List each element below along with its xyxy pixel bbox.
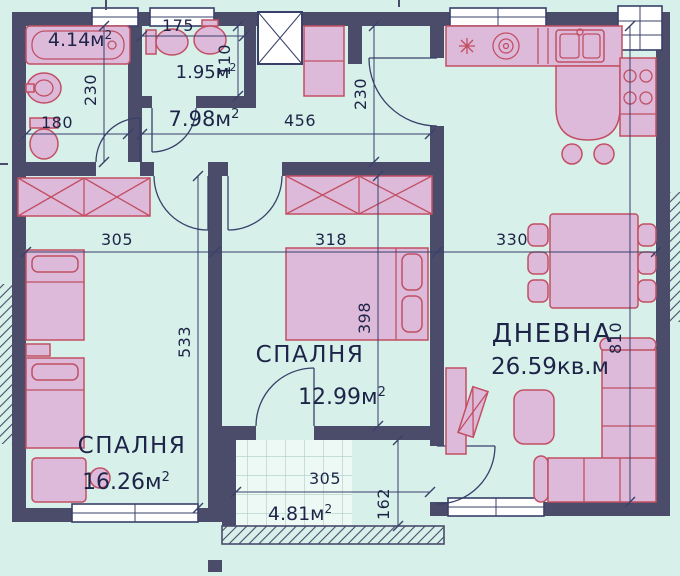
window-living: [447, 497, 545, 517]
dim-balcony-width: 305: [309, 469, 341, 488]
tv-stand: [445, 367, 489, 455]
wall-wc-bottom-2: [196, 96, 256, 108]
wardrobe-middle: [285, 175, 433, 215]
hallway-area-label: 7.98м2: [169, 107, 240, 131]
window-wc: [149, 7, 215, 27]
living-name-label: ДНЕВНА: [492, 319, 612, 349]
bedroom-middle-name-label: СПАЛНЯ: [256, 342, 365, 368]
living-area-label: 26.59кв.м: [491, 354, 609, 380]
dim-bedroom-middle-height: 398: [355, 302, 374, 334]
wc-sink: [193, 19, 227, 55]
door-hall-living: [368, 57, 438, 127]
wall-corridor-2: [140, 162, 154, 176]
dim-balcony-depth: 162: [374, 488, 393, 520]
hatch-left: [0, 284, 12, 444]
desk: [31, 457, 111, 503]
wardrobe-left: [17, 177, 151, 217]
burner-icon: [459, 32, 520, 60]
door-bathroom: [95, 117, 141, 163]
window-bedroom-left: [71, 503, 199, 523]
kitchen-peninsula: [555, 65, 621, 141]
dim-hallway-height: 230: [351, 78, 370, 110]
dim-bathroom-height: 230: [81, 74, 100, 106]
wall-bedroom-divider: [208, 176, 222, 522]
dim-bathroom-width: 180: [41, 113, 73, 132]
door-wc: [151, 107, 197, 153]
wall-balcony-top-2: [314, 426, 430, 440]
bedroom-left-area-label: 16.26м2: [82, 470, 170, 495]
wall-right: [656, 12, 670, 516]
dim-wc-height: 110: [215, 44, 234, 76]
hall-wardrobe: [303, 25, 345, 97]
door-bedroom-balcony: [255, 367, 315, 427]
labels: 4.14м2 1.95м2 7.98м2 175 110 180 230 456…: [41, 16, 625, 525]
wall-hall-stub: [348, 12, 362, 64]
dim-bedroom-left-width: 305: [101, 230, 133, 249]
wall-living-divider: [430, 126, 444, 446]
cooktop: [619, 57, 657, 137]
wc-area-label: 1.95м2: [176, 61, 237, 83]
bar-stool: [593, 143, 615, 165]
dim-wc-width: 175: [162, 16, 194, 35]
wall-balcony-top-1: [222, 426, 256, 440]
wall-corridor-3: [208, 162, 228, 176]
wall-wc-bottom-1: [142, 96, 152, 108]
bar-stool: [561, 143, 583, 165]
single-bed: [25, 357, 85, 449]
nightstand: [25, 343, 51, 357]
wall-corridor-4: [282, 162, 444, 176]
bedroom-middle-area-label: 12.99м2: [298, 385, 386, 410]
dim-living-height: 810: [606, 322, 625, 354]
bathroom-area-label: 4.14м2: [48, 28, 112, 51]
bathroom-toilet: [29, 117, 59, 160]
coffee-table: [513, 389, 555, 445]
dim-hallway-width: 456: [284, 111, 316, 130]
sheet-edge-marks: [0, 0, 400, 165]
shaft: [257, 11, 303, 65]
wall-stub-bottom: [208, 560, 222, 572]
wall-living-divider-top: [430, 12, 444, 58]
window-kitchen: [449, 7, 547, 27]
dimension-lines: [20, 20, 662, 532]
dim-bedroom-left-height: 533: [175, 326, 194, 358]
dining-table: [527, 213, 657, 309]
bathroom-sink: [25, 72, 62, 104]
furniture: [17, 19, 657, 503]
wall-balcony-left: [222, 440, 236, 526]
door-bedroom-middle: [227, 175, 283, 231]
exterior-hatch: [0, 192, 680, 572]
single-bed: [25, 249, 85, 341]
double-bed: [285, 247, 429, 341]
balcony-floor: [236, 440, 352, 526]
balcony-area-label: 4.81м2: [268, 502, 332, 525]
wall-corridor-1: [12, 162, 96, 176]
dim-living-width: 330: [496, 230, 528, 249]
sofa: [533, 337, 657, 503]
bedroom-left-name-label: СПАЛНЯ: [78, 433, 187, 459]
dim-bedroom-middle-width: 318: [315, 230, 347, 249]
kitchen-sink: [555, 28, 605, 63]
window-corner: [617, 5, 663, 51]
wall-left: [12, 12, 26, 522]
wall-bath-wc-divider: [128, 12, 142, 162]
window-bathroom: [91, 7, 139, 27]
windows: [71, 5, 663, 523]
hatch-right: [668, 192, 680, 322]
wall-wc-right: [244, 12, 256, 108]
balcony-rail: [221, 525, 445, 545]
